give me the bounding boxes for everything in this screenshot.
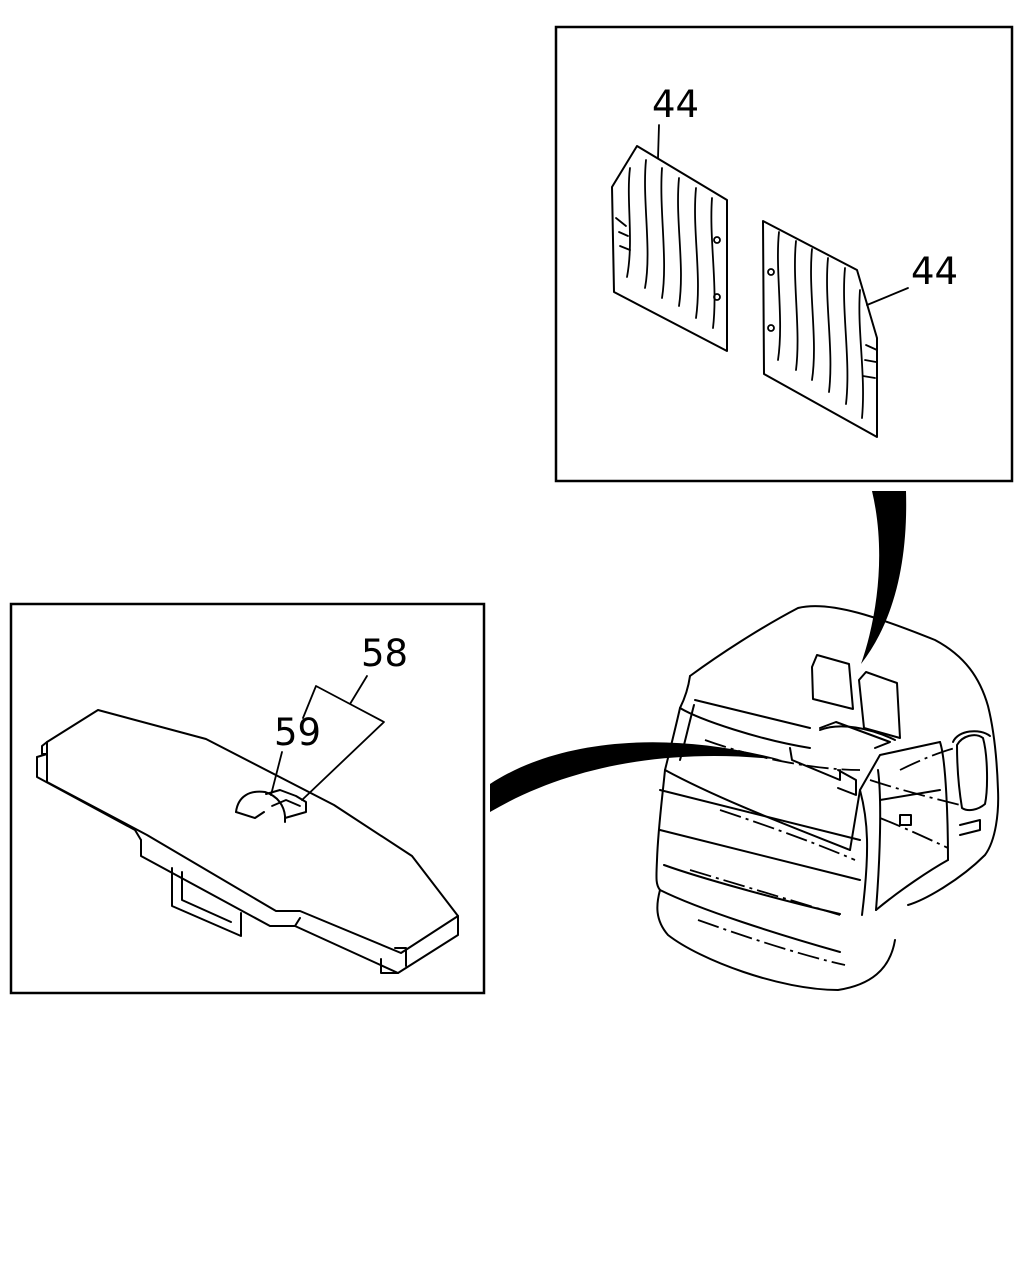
- truck-cab: [655, 605, 1000, 991]
- callout-leader-visor-right: [866, 287, 909, 306]
- callout-leader-visor-left: [657, 124, 660, 159]
- sun-visor-right: [762, 220, 878, 438]
- mirror-inset-frame: [9, 602, 486, 995]
- callout-visor-left: 44: [652, 83, 699, 126]
- callout-leader-mirror-bracket: [270, 751, 283, 796]
- sun-visor-inset-frame: [554, 25, 1014, 483]
- mirror-inset: 58 59: [9, 602, 486, 995]
- visor-pointer-arrow: [861, 491, 907, 664]
- callout-mirror-bracket: 59: [274, 711, 321, 754]
- callout-visor-right: 44: [911, 250, 958, 293]
- mirror-pointer-arrow: [490, 742, 782, 812]
- callout-leader-mirror-assembly: [301, 675, 385, 801]
- sun-visor-left: [611, 145, 728, 352]
- sun-visor-inset: 44 44: [554, 25, 1014, 483]
- callout-mirror-assembly: 58: [361, 632, 408, 675]
- mirror-base: [36, 709, 459, 974]
